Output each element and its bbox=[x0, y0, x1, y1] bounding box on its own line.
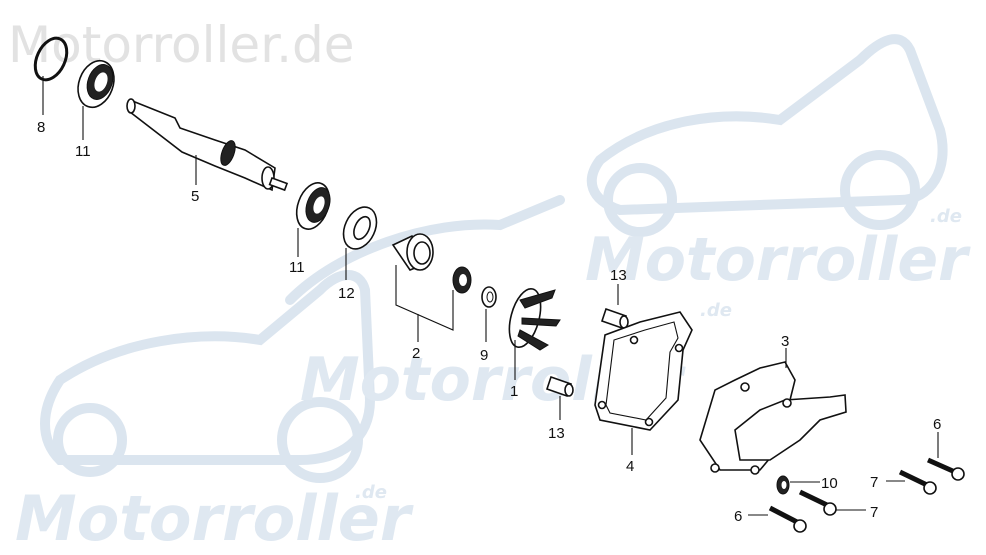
part-impeller bbox=[508, 287, 561, 380]
label-6-right: 6 bbox=[933, 416, 941, 433]
watermark-top: Motorroller.de bbox=[8, 16, 355, 74]
part-circlip bbox=[33, 36, 69, 115]
part-bearing-upper bbox=[77, 59, 115, 140]
label-5: 5 bbox=[191, 188, 199, 205]
part-shaft bbox=[126, 98, 289, 192]
watermark-brand-right: Motorroller bbox=[585, 225, 971, 295]
label-8: 8 bbox=[37, 119, 45, 136]
label-1: 1 bbox=[510, 383, 518, 400]
watermark-suffix-bottom: .de bbox=[355, 482, 387, 503]
label-7-lower: 7 bbox=[870, 504, 878, 521]
watermark-scooter-mid bbox=[285, 195, 565, 305]
label-2: 2 bbox=[412, 345, 420, 362]
watermark-suffix-right: .de bbox=[930, 206, 962, 227]
part-bolt-lower-7 bbox=[798, 489, 866, 516]
watermark-suffix-mid: .de bbox=[700, 300, 732, 321]
part-gasket bbox=[594, 311, 693, 455]
label-11-upper: 11 bbox=[75, 143, 91, 160]
label-6-left: 6 bbox=[734, 508, 742, 525]
part-dowel-lower bbox=[545, 375, 574, 420]
part-bolt-upper-7 bbox=[886, 469, 937, 495]
label-10: 10 bbox=[821, 475, 838, 492]
part-pump-cover bbox=[699, 348, 847, 475]
part-bolt-right-6 bbox=[926, 432, 965, 481]
part-bolt-left-6 bbox=[748, 505, 807, 533]
watermark-brand-bottom: Motorroller bbox=[15, 482, 414, 555]
part-small-washer bbox=[481, 286, 497, 342]
label-3: 3 bbox=[781, 333, 789, 350]
label-4: 4 bbox=[626, 458, 634, 475]
watermark-scooter-left bbox=[40, 270, 376, 483]
part-seal-set bbox=[391, 233, 472, 342]
watermark-scooter-right bbox=[586, 34, 948, 237]
label-12: 12 bbox=[338, 285, 355, 302]
part-washer bbox=[342, 206, 378, 280]
label-11-lower: 11 bbox=[289, 259, 305, 276]
part-bearing-lower bbox=[295, 182, 331, 257]
label-9: 9 bbox=[480, 347, 488, 364]
part-seal-washer-10 bbox=[776, 475, 820, 495]
label-7-upper: 7 bbox=[870, 474, 878, 491]
label-13-lower: 13 bbox=[548, 425, 565, 442]
label-13-upper: 13 bbox=[610, 267, 627, 284]
